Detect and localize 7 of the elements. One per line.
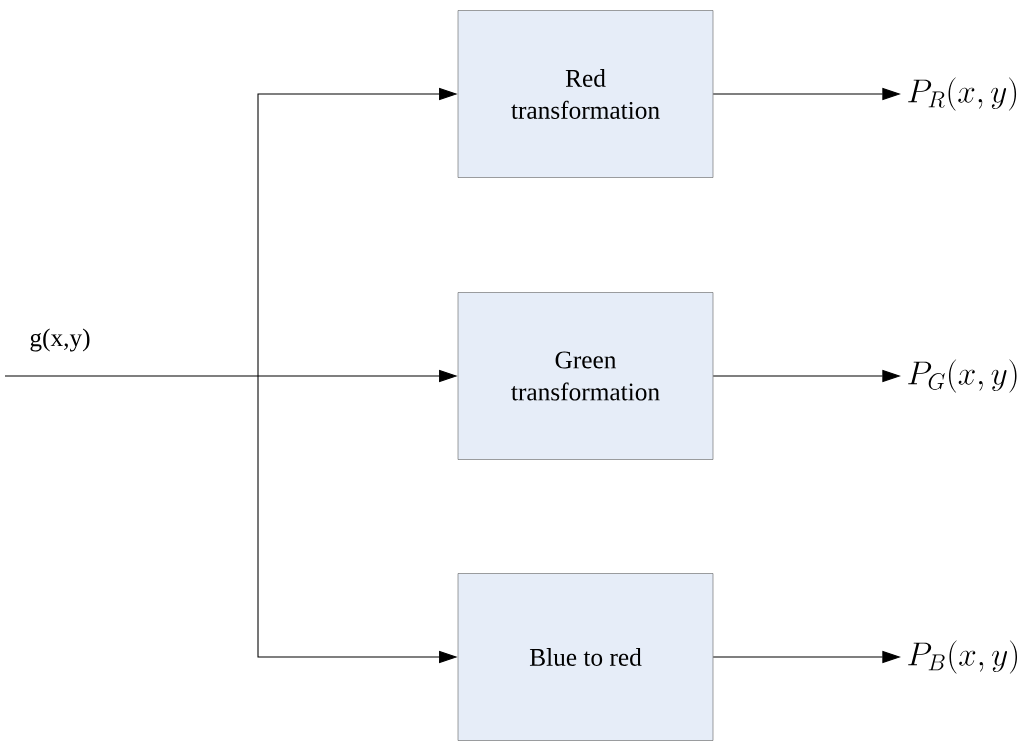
edge-label: g(x,y)	[28, 327, 92, 353]
process-box: Blue to red	[457, 573, 714, 741]
output-formula: $P_{G}(x, y)$	[908, 359, 1017, 393]
process-box: Green transformation	[457, 292, 714, 460]
process-box: Red transformation	[457, 10, 714, 178]
output-formula: $P_{B}(x, y)$	[908, 640, 1017, 674]
output-formula: $P_{R}(x, y)$	[908, 77, 1017, 111]
